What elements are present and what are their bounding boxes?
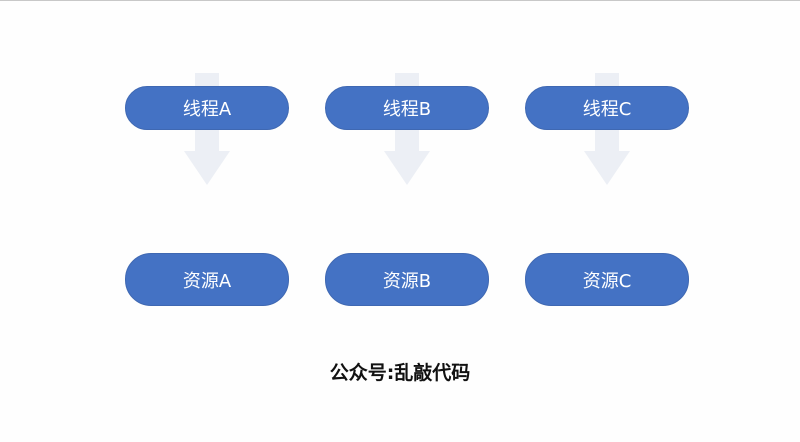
- node-label: 线程A: [182, 99, 232, 120]
- resource-c-node: 资源C: [525, 253, 689, 306]
- node-label: 资源C: [582, 270, 632, 292]
- thread-b-node: 线程B: [325, 86, 489, 130]
- node-label: 资源A: [182, 270, 232, 292]
- node-label: 资源B: [382, 270, 432, 292]
- resource-a-node: 资源A: [125, 253, 289, 306]
- thread-a-node: 线程A: [125, 86, 289, 130]
- thread-c-node: 线程C: [525, 86, 689, 130]
- resource-b-node: 资源B: [325, 253, 489, 306]
- node-label: 线程B: [382, 99, 432, 120]
- top-border: [0, 0, 800, 1]
- footer-caption: 公众号:乱敲代码: [329, 362, 471, 384]
- node-label: 线程C: [582, 99, 632, 120]
